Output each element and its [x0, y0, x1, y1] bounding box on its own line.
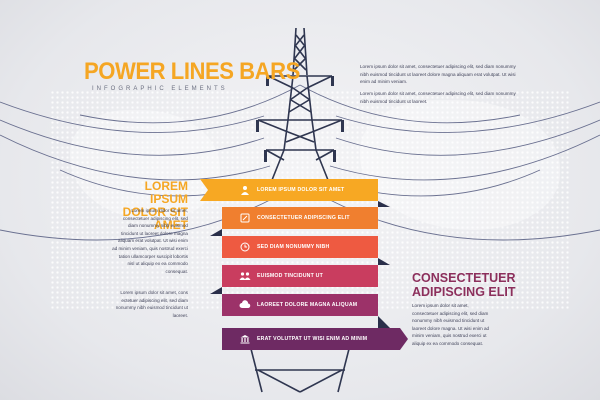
banner-label: LOREM IPSUM DOLOR SIT AMET [257, 187, 345, 193]
ribbon-banner-5: LAOREET DOLORE MAGNA ALIQUAM [222, 294, 378, 316]
right-body-text: Lorem ipsum dolor sit amet, consectetuer… [412, 303, 490, 346]
page-subtitle: INFOGRAPHIC ELEMENTS [92, 86, 228, 92]
banner-label: EUISMOD TINCIDUNT UT [257, 273, 323, 279]
banner-label: ERAT VOLUTPAT UT WISI ENIM AD MINIM [257, 336, 368, 342]
pen-icon [238, 211, 252, 225]
ribbon-banner-2: CONSECTETUER ADIPISCING ELIT [222, 207, 378, 229]
ribbon-banner-3: SED DIAM NONUMMY NIBH [222, 236, 378, 258]
right-heading-line-1: CONSECTETUER [412, 271, 516, 285]
banner-label: CONSECTETUER ADIPISCING ELIT [257, 215, 350, 221]
top-right-body-text-2: Lorem ipsum dolor sit amet, consectetuer… [360, 91, 516, 104]
cloud-icon [238, 298, 252, 312]
left-body-text-2: Lorem ipsum dolor sit amet, cons ectetue… [115, 290, 188, 318]
ribbon-banner-6: ERAT VOLUTPAT UT WISI ENIM AD MINIM [222, 328, 400, 350]
people-icon [238, 269, 252, 283]
left-body-text: Lorem ipsum dolor sit amet, consectetuer… [112, 208, 188, 274]
bank-icon [238, 332, 252, 346]
right-heading-line-2: ADIPISCING ELIT [412, 285, 516, 299]
left-heading: LOREM IPSUM DOLOR SIT AMET [104, 180, 188, 232]
clock-icon [238, 240, 252, 254]
left-heading-line-2: DOLOR SIT AMET [122, 205, 188, 232]
left-heading-line-1: LOREM IPSUM [144, 179, 188, 206]
person-icon [238, 183, 252, 197]
banner-label: SED DIAM NONUMMY NIBH [257, 244, 330, 250]
ribbon-banner-4: EUISMOD TINCIDUNT UT [222, 265, 378, 287]
right-heading: CONSECTETUER ADIPISCING ELIT [412, 271, 532, 299]
ribbon-banner-1: LOREM IPSUM DOLOR SIT AMET [222, 179, 378, 201]
top-right-body-text: Lorem ipsum dolor sit amet, consectetuer… [360, 64, 516, 85]
page-title: POWER LINES BARS [84, 58, 300, 85]
banner-label: LAOREET DOLORE MAGNA ALIQUAM [257, 302, 358, 308]
